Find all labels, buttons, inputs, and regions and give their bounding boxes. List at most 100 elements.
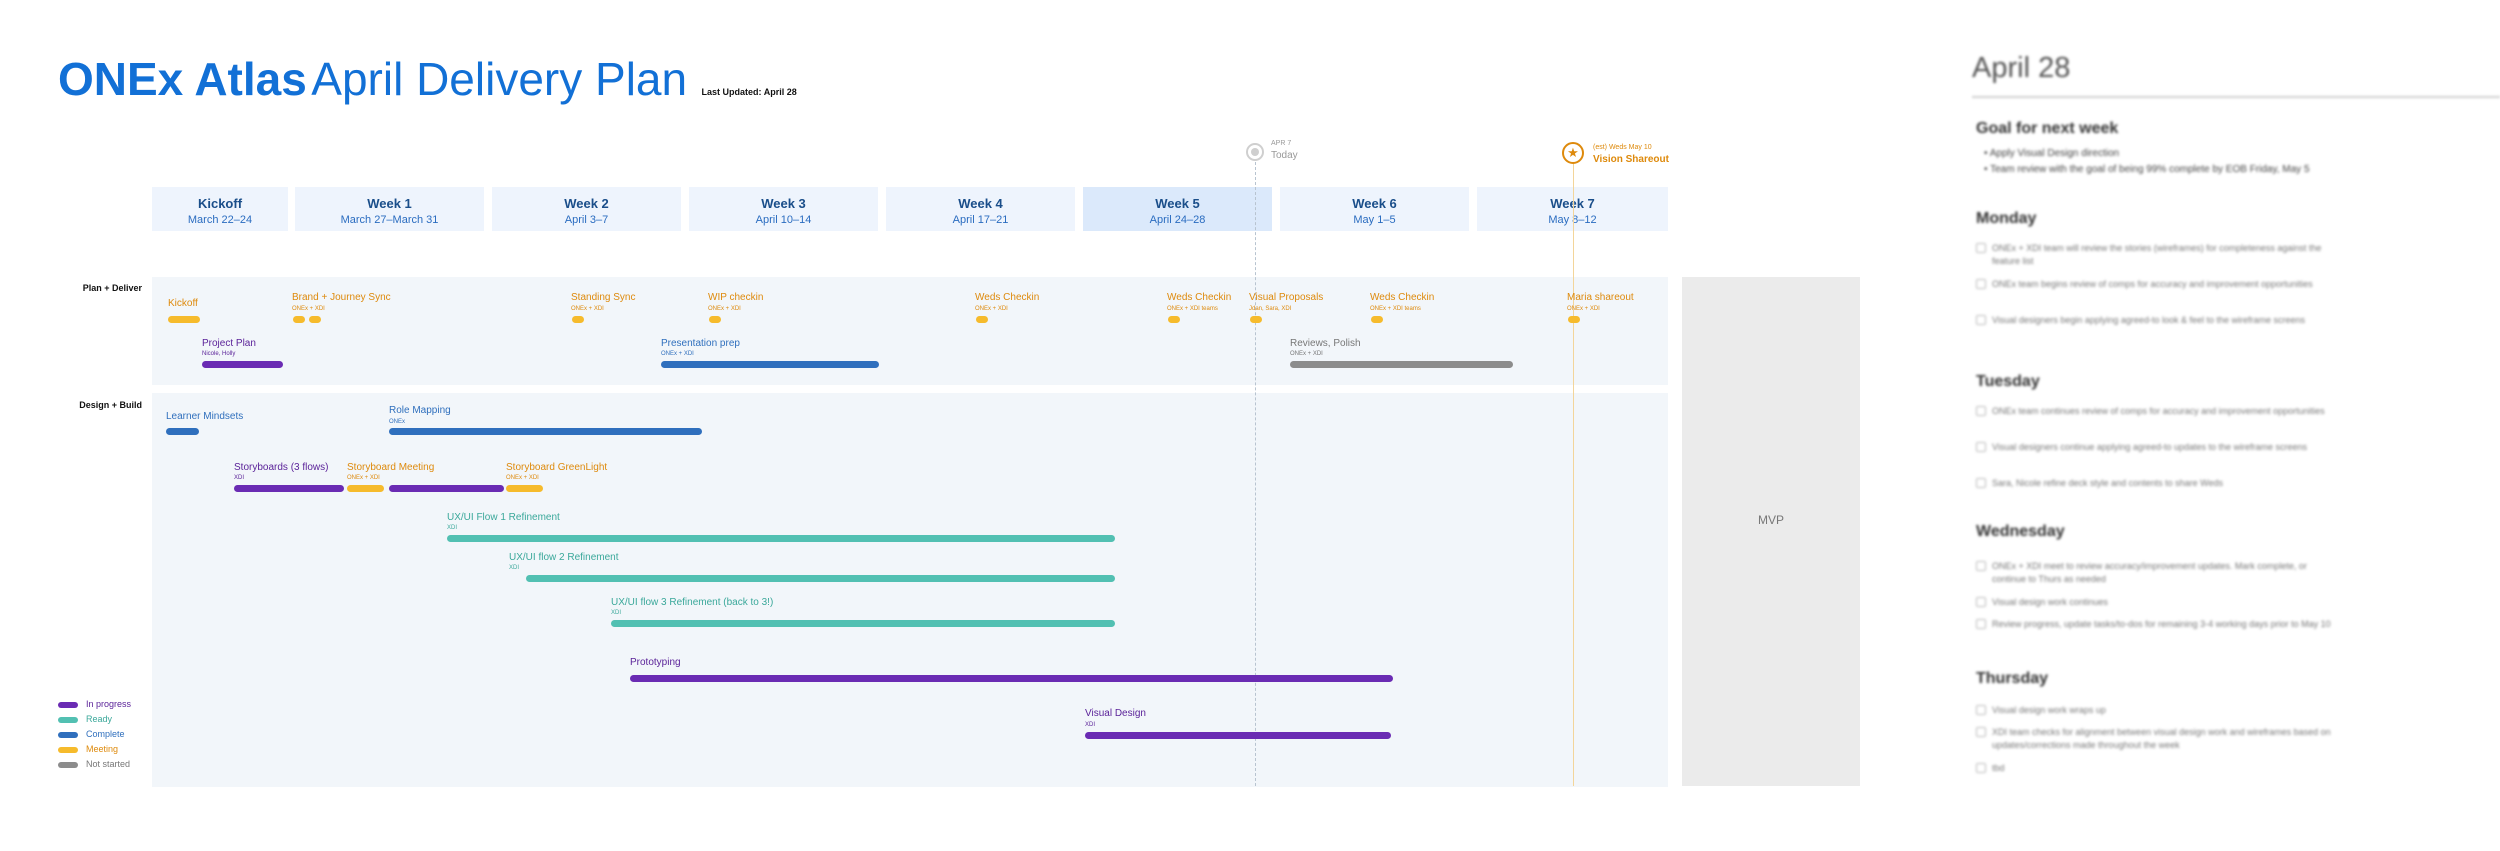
task-weds1-bar[interactable] [976, 316, 988, 323]
checkbox-icon [1976, 763, 1986, 773]
task-weds1-label: Weds Checkin [975, 292, 1040, 303]
task-wip-bar[interactable] [709, 316, 721, 323]
task-standing-label: Standing Sync [571, 292, 636, 303]
notes-panel: April 28 Goal for next week • Apply Visu… [1972, 40, 2500, 851]
todo-item[interactable]: Visual designers continue applying agree… [1976, 441, 2336, 454]
notes-date: April 28 [1972, 52, 2071, 84]
task-kickoff-label: Kickoff [168, 298, 198, 309]
title-product: ONEx Atlas [58, 53, 307, 105]
today-line [1255, 162, 1256, 786]
checkbox-icon [1976, 279, 1986, 289]
task-sb-greenlight-sub: ONEx + XDI [506, 475, 539, 481]
legend-label: Meeting [86, 744, 119, 754]
task-role-bar[interactable] [389, 428, 702, 435]
week-name: Kickoff [197, 196, 243, 211]
task-brand-sub: ONEx + XDI [292, 306, 325, 312]
checkbox-icon [1976, 705, 1986, 715]
section-label-plan: Plan + Deliver [82, 283, 142, 293]
notes-divider [1972, 96, 2500, 98]
week-kickoff: Kickoff March 22–24 [152, 187, 288, 231]
task-flow1-bar[interactable] [447, 535, 1115, 542]
today-label: Today [1271, 150, 1298, 161]
task-role-label: Role Mapping [389, 405, 451, 416]
checkbox-icon [1976, 478, 1986, 488]
legend-swatch [58, 702, 78, 708]
week-dates: March 22–24 [187, 214, 253, 226]
legend-swatch [58, 747, 78, 753]
checkbox-icon [1976, 243, 1986, 253]
week-dates: May 1–5 [1353, 214, 1396, 226]
task-prototyping-label: Prototyping [630, 657, 681, 668]
mvp-label: MVP [1757, 513, 1784, 527]
task-maria-label: Maria shareout [1567, 292, 1634, 303]
todo-item[interactable]: Sara, Nicole refine deck style and conte… [1976, 477, 2336, 490]
todo-item[interactable]: ONEx + XDI meet to review accuracy/impro… [1976, 560, 2336, 586]
monday-heading: Monday [1976, 210, 2037, 227]
shareout-line [1573, 162, 1574, 786]
task-presentation-bar[interactable] [661, 361, 879, 368]
task-prototyping-bar[interactable] [630, 675, 1393, 682]
task-weds3-label: Weds Checkin [1370, 292, 1435, 303]
task-visual-proposals-sub: Jdan, Sara, XDI [1249, 306, 1292, 312]
todo-item[interactable]: ONEx team begins review of comps for acc… [1976, 278, 2336, 291]
task-visual-design-bar[interactable] [1085, 732, 1391, 739]
week-name: Week 2 [564, 196, 609, 211]
checkbox-icon [1976, 442, 1986, 452]
week-4: Week 4 April 17–21 [886, 187, 1075, 231]
task-flow2-bar[interactable] [526, 575, 1115, 582]
task-sb-greenlight-bar[interactable] [506, 485, 543, 492]
task-visual-proposals-label: Visual Proposals [1249, 292, 1324, 303]
week-name: Week 5 [1155, 196, 1200, 211]
task-sb-greenlight-label: Storyboard GreenLight [506, 462, 608, 473]
legend-label: In progress [86, 699, 132, 709]
todo-item[interactable]: Visual design work continues [1976, 596, 2336, 609]
week-dates: April 3–7 [564, 214, 609, 226]
legend-swatch [58, 717, 78, 723]
legend-label: Complete [86, 729, 125, 739]
todo-item[interactable]: Visual design work wraps up [1976, 704, 2336, 717]
task-wip-label: WIP checkin [708, 292, 764, 303]
task-sb-meeting-bar[interactable] [347, 485, 384, 492]
task-weds2-bar[interactable] [1168, 316, 1180, 323]
week-dates: March 27–March 31 [340, 214, 439, 226]
todo-item[interactable]: ONEx team continues review of comps for … [1976, 405, 2336, 418]
section-label-design: Design + Build [79, 400, 142, 410]
task-storyboards-label: Storyboards (3 flows) [234, 462, 329, 473]
task-sb-meeting-sub: ONEx + XDI [347, 475, 380, 481]
task-kickoff-bar[interactable] [168, 316, 200, 323]
task-weds3-bar[interactable] [1371, 316, 1383, 323]
task-standing-bar[interactable] [572, 316, 584, 323]
todo-item[interactable]: Visual designers begin applying agreed-t… [1976, 314, 2336, 327]
task-learner-bar[interactable] [166, 428, 199, 435]
task-storyboards-bar[interactable] [234, 485, 344, 492]
todo-item[interactable]: tbd [1976, 762, 2336, 775]
todo-item[interactable]: ONEx + XDI team will review the stories … [1976, 242, 2336, 268]
task-maria-sub: ONEx + XDI [1567, 306, 1600, 312]
task-weds2-label: Weds Checkin [1167, 292, 1232, 303]
task-maria-bar[interactable] [1568, 316, 1580, 323]
task-weds1-sub: ONEx + XDI [975, 306, 1008, 312]
todo-item[interactable]: Review progress, update tasks/to-dos for… [1976, 618, 2336, 631]
task-brand-bar-1[interactable] [293, 316, 305, 323]
goal-heading: Goal for next week [1976, 120, 2119, 137]
today-marker-icon [1246, 143, 1264, 161]
task-brand-bar-2[interactable] [309, 316, 321, 323]
legend-label: Ready [86, 714, 113, 724]
goal-item: • Apply Visual Design direction [1984, 148, 2120, 159]
task-reviews-bar[interactable] [1290, 361, 1513, 368]
star-icon: ★ [1562, 142, 1584, 164]
week-5-current: Week 5 April 24–28 [1083, 187, 1272, 231]
task-project-plan-bar[interactable] [202, 361, 283, 368]
shareout-label: Vision Shareout [1593, 154, 1669, 165]
goal-item: • Team review with the goal of being 99%… [1984, 164, 2310, 175]
task-flow3-bar[interactable] [611, 620, 1115, 627]
task-storyboards-bar-2[interactable] [389, 485, 504, 492]
task-visual-proposals-bar[interactable] [1250, 316, 1262, 323]
week-2: Week 2 April 3–7 [492, 187, 681, 231]
todo-item[interactable]: XDI team checks for alignment between vi… [1976, 726, 2336, 752]
task-sb-meeting-label: Storyboard Meeting [347, 462, 435, 473]
page-title: ONEx Atlas April Delivery Plan Last Upda… [58, 52, 797, 106]
last-updated: Last Updated: April 28 [701, 87, 797, 97]
today-small-label: APR 7 [1271, 140, 1292, 147]
task-visual-design-sub: XDI [1085, 722, 1096, 728]
